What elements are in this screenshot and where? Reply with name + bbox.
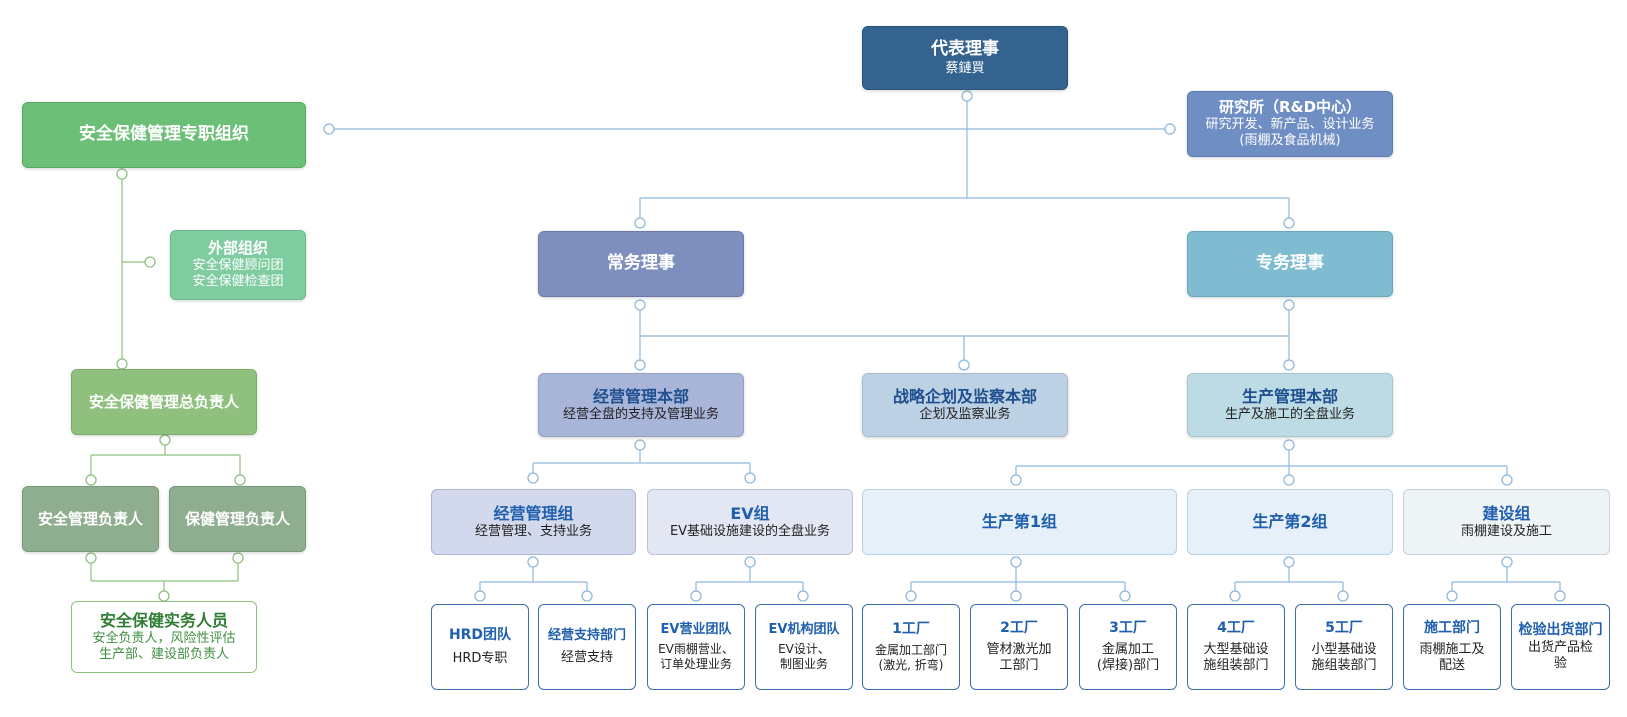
construction-dept-node: 施工部门 雨棚施工及 配送 (1403, 604, 1501, 690)
ev-org-title: EV机构团队 (768, 621, 840, 637)
external-org-node: 外部组织 安全保健顾问团 安全保健检查团 (170, 230, 306, 300)
managing-director-node: 常务理事 (538, 231, 744, 297)
ev-org-node: EV机构团队 EV设计、 制图业务 (755, 604, 853, 690)
health-manager-title: 保健管理负责人 (184, 509, 290, 528)
inspection-dept-title: 检验出货部门 (1518, 622, 1603, 638)
ceo-name: 蔡鏈買 (945, 60, 985, 76)
factory1-node: 1工厂 金属加工部门 (激光, 折弯) (862, 604, 960, 690)
factory4-desc-2: 施组装部门 (1203, 657, 1269, 673)
biz-hq-node: 经营管理本部 经营全盘的支持及管理业务 (538, 373, 744, 437)
factory4-node: 4工厂 大型基础设 施组装部门 (1187, 604, 1285, 690)
biz-group-desc: 经营管理、支持业务 (474, 523, 592, 539)
factory5-desc-2: 施组装部门 (1311, 657, 1377, 673)
external-org-desc: 安全保健顾问团 (192, 258, 284, 274)
biz-hq-desc: 经营全盘的支持及管理业务 (562, 406, 719, 422)
strategy-hq-title: 战略企划及监察本部 (892, 386, 1037, 406)
research-desc-2: (雨棚及食品机械) (1239, 133, 1341, 149)
factory5-node: 5工厂 小型基础设 施组装部门 (1295, 604, 1393, 690)
factory3-node: 3工厂 金属加工 (焊接)部门 (1079, 604, 1177, 690)
hrd-team-node: HRD团队 HRD专职 (431, 604, 529, 690)
ceo-node: 代表理事 蔡鏈買 (862, 26, 1068, 90)
hrd-team-title: HRD团队 (448, 627, 512, 644)
biz-group-node: 经营管理组 经营管理、支持业务 (431, 489, 636, 555)
ev-sales-node: EV营业团队 EV雨棚营业、 订单处理业务 (647, 604, 745, 690)
factory2-desc-2: 工部门 (999, 657, 1039, 673)
safety-staff-desc: 安全负责人，风险性评估 (92, 630, 236, 646)
safety-org-node: 安全保健管理专职组织 (22, 102, 306, 168)
prod-group2-title: 生产第2组 (1252, 512, 1328, 531)
safety-org-title: 安全保健管理专职组织 (79, 124, 249, 145)
ceo-title: 代表理事 (931, 39, 999, 60)
construction-dept-desc-2: 配送 (1438, 657, 1465, 673)
ev-sales-desc: EV雨棚营业、 (658, 642, 734, 657)
inspection-dept-desc-2: 验 (1553, 655, 1567, 671)
ev-sales-desc-2: 订单处理业务 (659, 657, 732, 672)
factory2-title: 2工厂 (1000, 620, 1038, 636)
ev-group-desc: EV基础设施建设的全盘业务 (669, 523, 831, 539)
factory4-desc: 大型基础设 (1203, 641, 1269, 657)
factory5-desc: 小型基础设 (1311, 641, 1377, 657)
safety-chief-title: 安全保健管理总负责人 (88, 392, 239, 411)
biz-hq-title: 经营管理本部 (592, 386, 689, 406)
safety-staff-desc-2: 生产部、建设部负责人 (98, 647, 229, 662)
research-node: 研究所（R&D中心） 研究开发、新产品、设计业务 (雨棚及食品机械) (1187, 91, 1393, 157)
biz-support-desc: 经营支持 (560, 650, 613, 665)
prod-group1-title: 生产第1组 (981, 512, 1058, 531)
ev-group-title: EV组 (730, 503, 770, 523)
biz-support-node: 经营支持部门 经营支持 (538, 604, 636, 690)
prod-hq-node: 生产管理本部 生产及施工的全盘业务 (1187, 373, 1393, 437)
ev-group-node: EV组 EV基础设施建设的全盘业务 (647, 489, 853, 555)
factory1-title: 1工厂 (892, 621, 930, 638)
construction-dept-desc: 雨棚施工及 (1419, 641, 1485, 657)
safety-staff-node: 安全保健实务人员 安全负责人，风险性评估 生产部、建设部负责人 (71, 601, 257, 673)
factory2-desc: 管材激光加 (986, 641, 1052, 657)
inspection-dept-desc: 出货产品检 (1527, 639, 1593, 655)
prod-group2-node: 生产第2组 (1187, 489, 1393, 555)
factory2-node: 2工厂 管材激光加 工部门 (970, 604, 1068, 690)
special-director-title: 专务理事 (1256, 253, 1324, 274)
prod-hq-title: 生产管理本部 (1241, 386, 1338, 406)
hrd-team-desc: HRD专职 (452, 650, 508, 666)
strategy-hq-node: 战略企划及监察本部 企划及监察业务 (862, 373, 1068, 437)
safety-manager-node: 安全管理负责人 (22, 486, 159, 552)
factory1-desc: 金属加工部门 (874, 642, 947, 657)
safety-staff-title: 安全保健实务人员 (99, 610, 228, 630)
special-director-node: 专务理事 (1187, 231, 1393, 297)
factory3-desc: 金属加工 (1101, 641, 1154, 657)
managing-director-title: 常务理事 (607, 253, 675, 274)
safety-manager-title: 安全管理负责人 (37, 509, 143, 528)
biz-support-title: 经营支持部门 (547, 627, 626, 643)
factory5-title: 5工厂 (1325, 620, 1363, 636)
research-desc: 研究开发、新产品、设计业务 (1205, 117, 1375, 133)
biz-group-title: 经营管理组 (493, 503, 574, 523)
ev-sales-title: EV营业团队 (660, 621, 732, 637)
ev-org-desc: EV设计、 (778, 642, 830, 657)
external-org-title: 外部组织 (207, 239, 268, 258)
factory3-title: 3工厂 (1109, 620, 1147, 636)
factory4-title: 4工厂 (1217, 620, 1255, 636)
build-group-node: 建设组 雨棚建设及施工 (1403, 489, 1610, 555)
prod-group1-node: 生产第1组 (862, 489, 1177, 555)
health-manager-node: 保健管理负责人 (169, 486, 306, 552)
inspection-dept-node: 检验出货部门 出货产品检 验 (1511, 604, 1610, 690)
prod-hq-desc: 生产及施工的全盘业务 (1224, 406, 1355, 422)
ev-org-desc-2: 制图业务 (779, 657, 828, 672)
factory1-desc-2: (激光, 折弯) (878, 657, 944, 672)
factory3-desc-2: (焊接)部门 (1096, 657, 1160, 673)
build-group-desc: 雨棚建设及施工 (1460, 523, 1552, 539)
external-org-desc-2: 安全保健检查团 (192, 274, 284, 290)
build-group-title: 建设组 (1482, 503, 1531, 523)
construction-dept-title: 施工部门 (1424, 620, 1480, 636)
strategy-hq-desc: 企划及监察业务 (919, 406, 1011, 422)
research-title: 研究所（R&D中心） (1218, 98, 1362, 117)
safety-chief-node: 安全保健管理总负责人 (71, 369, 257, 435)
